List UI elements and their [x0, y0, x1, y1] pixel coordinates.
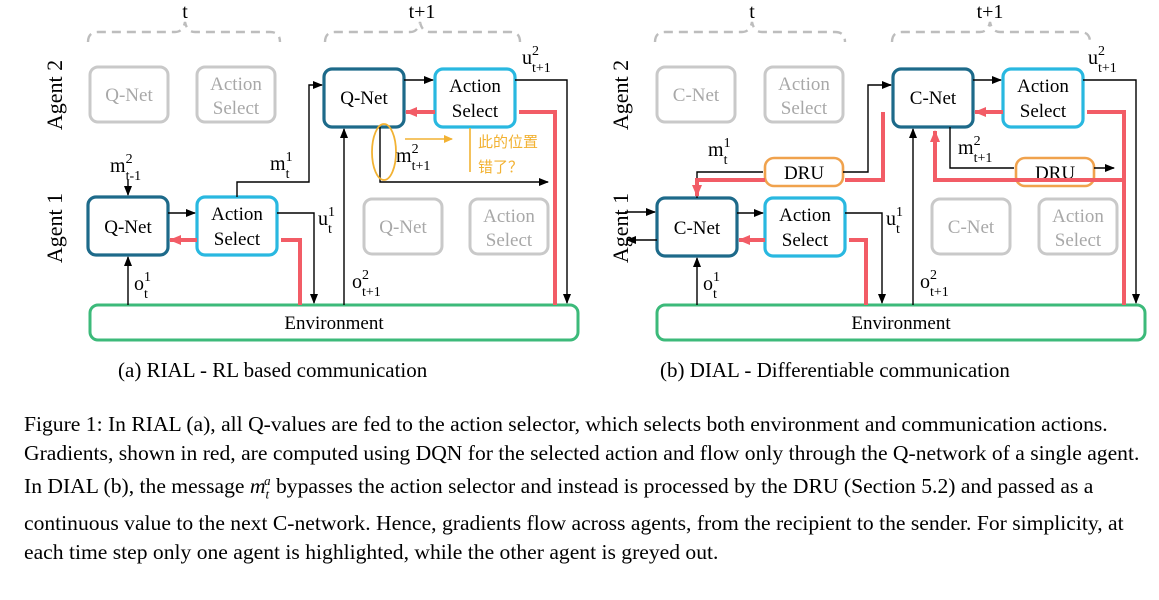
cnet-box-grey [655, 65, 737, 124]
action-label: Action [1017, 76, 1069, 97]
arrow-icon [277, 212, 318, 304]
brace-icon [653, 21, 847, 43]
arrow-icon [845, 212, 886, 304]
agent1-label: Agent 1 [608, 193, 633, 263]
time-label-t1: t+1 [977, 1, 1004, 23]
select-label: Select [214, 229, 261, 250]
qnet-box-grey [362, 197, 444, 256]
gradient-arrow [849, 238, 868, 305]
rial-dial-diagram: t t+1 Agent 2 Agent 1 Q-Net Action Selec… [42, 1, 1147, 342]
handwritten-note: 此的位置 [478, 134, 538, 151]
environment-label: Environment [284, 313, 384, 334]
arrow-icon [1083, 79, 1140, 304]
action-select-box-grey [763, 65, 845, 124]
gradient-arrow [519, 110, 557, 305]
agent2-label: Agent 2 [608, 60, 633, 130]
action-label: Action [210, 74, 262, 95]
agent1-label: Agent 1 [42, 193, 67, 263]
select-label: Select [1055, 230, 1102, 251]
arrow-icon [236, 81, 323, 197]
caption-math: mta [249, 473, 271, 502]
action-label: Action [449, 76, 501, 97]
handwritten-circle [371, 123, 397, 181]
figure-caption: Figure 1: In RIAL (a), all Q-values are … [24, 410, 1142, 566]
action-label: Action [779, 205, 831, 226]
qnet-label: Q-Net [379, 217, 427, 238]
environment-box [88, 303, 580, 342]
arrow-icon [949, 127, 1014, 169]
panel-a: t t+1 Agent 2 Agent 1 Q-Net Action Selec… [42, 1, 580, 342]
gradient-arrow [281, 238, 302, 305]
action-select-box-agent2 [433, 67, 517, 129]
action-label: Action [778, 74, 830, 95]
time-label-t: t [182, 1, 188, 23]
qnet-box-grey [88, 65, 170, 124]
qnet-box-agent2 [322, 67, 406, 129]
cnet-label: C-Net [674, 218, 721, 239]
action-select-box-grey [1037, 197, 1119, 256]
action-label: Action [1052, 206, 1104, 227]
cnet-label: C-Net [673, 85, 720, 106]
qnet-label: Q-Net [104, 217, 152, 238]
action-select-box-agent1 [763, 196, 847, 258]
gradient-arrow [930, 130, 1124, 182]
select-label: Select [1020, 101, 1067, 122]
select-label: Select [452, 101, 499, 122]
gradient-arrow [1087, 110, 1126, 305]
cnet-label: C-Net [910, 88, 957, 109]
cnet-box-agent2 [891, 67, 975, 129]
qnet-label: Q-Net [340, 88, 388, 109]
arrow-icon [843, 81, 892, 173]
select-label: Select [213, 98, 260, 119]
environment-label: Environment [851, 313, 951, 334]
action-select-box-grey [468, 197, 550, 256]
dru-label: DRU [784, 163, 824, 184]
action-select-box-agent2 [1001, 67, 1085, 129]
cnet-box-grey [930, 197, 1012, 256]
agent2-label: Agent 2 [42, 60, 67, 130]
subcaption-b: (b) DIAL - Differentiable communication [660, 358, 1010, 382]
action-select-box-grey [195, 65, 277, 124]
caption-text: bypasses the action selector and instead… [24, 474, 1124, 564]
time-label-t: t [749, 1, 755, 23]
gradient-arrow [845, 112, 885, 182]
qnet-label: Q-Net [105, 85, 153, 106]
select-label: Select [781, 98, 828, 119]
environment-box [655, 303, 1147, 342]
arrow-icon [515, 79, 571, 304]
action-label: Action [483, 206, 535, 227]
qnet-box-agent1 [86, 195, 170, 257]
brace-icon [890, 21, 1092, 43]
gradient-arrow [692, 178, 765, 197]
panel-b: t t+1 Agent 2 Agent 1 C-Net Action Selec… [608, 1, 1147, 342]
time-label-t1: t+1 [409, 1, 436, 23]
subcaption-a: (a) RIAL - RL based communication [118, 358, 428, 382]
brace-icon [86, 21, 282, 43]
arrow-icon [379, 127, 549, 186]
select-label: Select [782, 230, 829, 251]
action-label: Action [211, 204, 263, 225]
arrow-icon [696, 171, 763, 198]
cnet-label: C-Net [948, 217, 995, 238]
handwritten-note: 错了？ [478, 159, 523, 176]
brace-icon [323, 21, 522, 43]
select-label: Select [486, 230, 533, 251]
caption-text: Figure 1: In RIAL (a), all Q-values are … [24, 412, 1140, 499]
